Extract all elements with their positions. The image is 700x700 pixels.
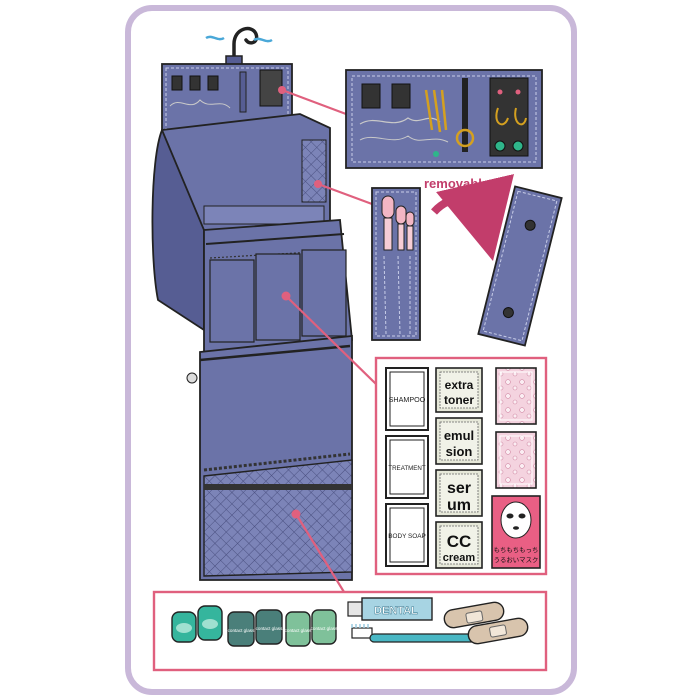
svg-text:contact glass: contact glass [285,628,313,633]
svg-text:toner: toner [444,393,474,407]
floral-sachet [495,431,537,489]
removable-label: removable [424,176,489,191]
upper-pouch-side [151,127,205,332]
svg-text:um: um [447,497,471,514]
hanging-bag [151,26,353,581]
removed-case [477,185,563,347]
contact-lens-case-dark: contact glass contact glass [227,609,284,647]
svg-text:CC: CC [447,532,472,551]
callout-lines [278,86,377,593]
contact-lens-case-light: contact glass contact glass [285,609,339,647]
svg-text:contact glass: contact glass [256,626,284,631]
bottle-shampoo: SHAMPOO [385,367,429,431]
svg-text:うるおいマスク: うるおいマスク [494,556,539,564]
svg-text:SHAMPOO: SHAMPOO [389,395,426,404]
toiletries-box: contact glass contact glass contact glas… [152,590,548,672]
svg-text:emul: emul [444,428,474,443]
top-flap [161,63,293,135]
sachet-cc-cream: CC cream [435,521,483,569]
lower-compartment [186,335,353,581]
bottle-body-soap: BODY SOAP [385,503,429,567]
svg-text:BODY SOAP: BODY SOAP [388,533,426,540]
hanger-hook-icon [205,26,273,67]
floral-sachet [495,367,537,425]
bandage-icon [443,601,529,645]
inner-divider [203,205,325,225]
sachet-serum: ser um [435,469,483,517]
removable-arrow [431,174,514,261]
side-mesh-pocket [301,139,327,203]
svg-text:もちもちもっち: もちもちもっち [494,546,539,554]
sachet-extra-toner: extra toner [435,367,483,413]
svg-text:TREATMENT: TREATMENT [388,465,426,472]
middle-pocket-panel [203,219,353,358]
svg-text:contact glass: contact glass [311,626,339,631]
contact-lens-case-teal [171,605,223,643]
svg-text:contact glass: contact glass [228,628,256,633]
svg-text:extra: extra [445,378,474,392]
products-box: SHAMPOO TREATMENT BODY SOAP extra toner … [374,356,548,576]
bottle-treatment: TREATMENT [385,435,429,499]
face-mask-pack: もちもちもっち うるおいマスク [491,495,541,569]
toothpaste-tube: DENTAL [347,597,433,621]
svg-text:sion: sion [446,444,473,459]
svg-text:DENTAL: DENTAL [374,605,418,617]
sachet-emulsion: emul sion [435,417,483,465]
accessory-panel [345,69,543,169]
hairpin-icon [424,89,448,133]
brush-case [371,187,421,341]
ring-icon [455,128,475,148]
hair-tie-strap [462,78,468,152]
svg-text:ser: ser [447,480,471,497]
face-mask-icon [500,501,532,539]
makeup-brush-icon [381,195,415,251]
svg-text:cream: cream [443,552,476,564]
